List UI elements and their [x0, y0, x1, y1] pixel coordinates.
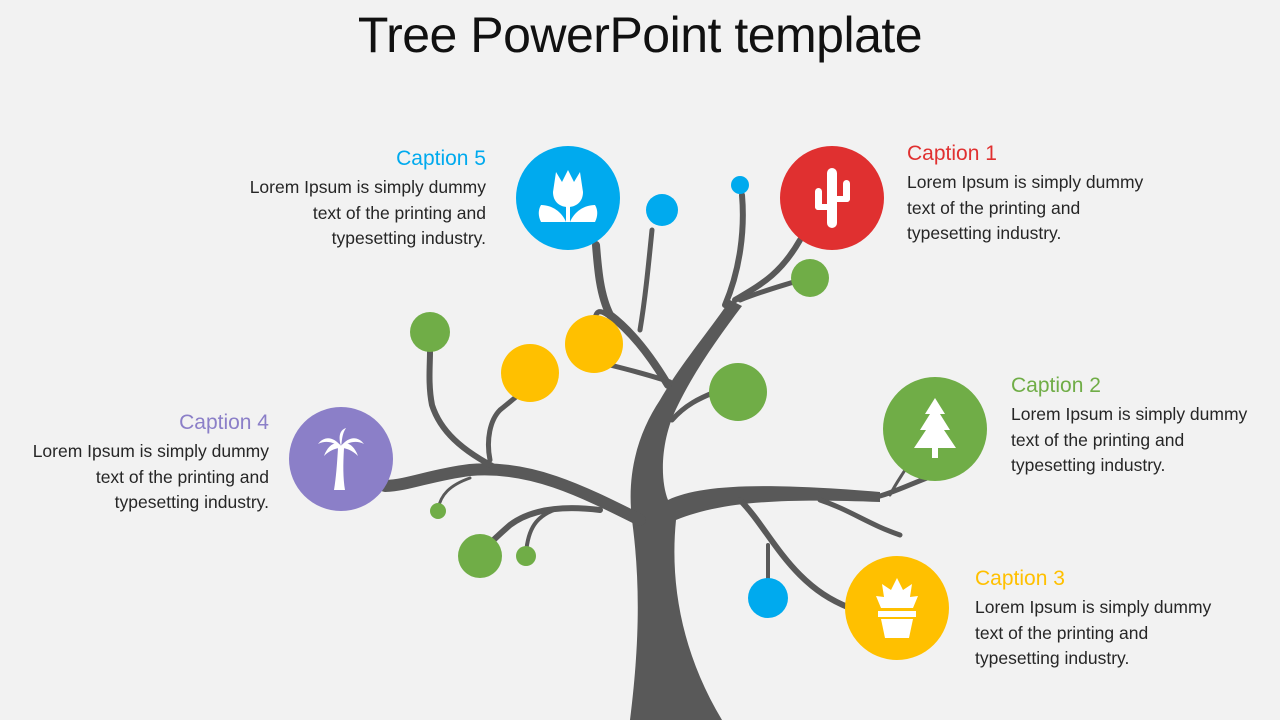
- caption-5-node: [516, 146, 620, 250]
- caption-4-title: Caption 4: [179, 411, 269, 434]
- palm-tree-icon: [318, 428, 364, 490]
- branch-right-lower: [737, 497, 853, 611]
- caption-1-block: Caption 1 Lorem Ipsum is simply dummy te…: [907, 142, 1157, 247]
- caption-4-block: Caption 4 Lorem Ipsum is simply dummy te…: [19, 411, 269, 516]
- caption-4-node: [289, 407, 393, 511]
- dot-green-right-upper: [791, 259, 829, 297]
- branch-left-upper: [426, 349, 503, 473]
- caption-1-node: [780, 146, 884, 250]
- caption-3-node: [845, 556, 949, 660]
- branch-left-yellow: [485, 387, 528, 463]
- branch-mid-yellow: [607, 362, 673, 385]
- pine-tree-icon: [914, 398, 956, 458]
- caption-1-text: Lorem Ipsum is simply dummy text of the …: [907, 172, 1144, 243]
- caption-2-node: [883, 377, 987, 481]
- caption-1-title: Caption 1: [907, 142, 997, 165]
- dot-yellow-left: [501, 344, 559, 402]
- branch-right-caption2-twig: [888, 468, 907, 497]
- caption-4-text: Lorem Ipsum is simply dummy text of the …: [32, 441, 269, 512]
- caption-2-block: Caption 2 Lorem Ipsum is simply dummy te…: [1011, 374, 1261, 479]
- slide-title: Tree PowerPoint template: [357, 7, 923, 63]
- branch-right-top: [722, 192, 746, 308]
- branch-right-red: [732, 237, 803, 303]
- tree-trunk: [630, 300, 880, 720]
- dot-blue-top-left: [646, 194, 678, 226]
- dot-blue-top-right: [731, 176, 749, 194]
- dot-green-center: [709, 363, 767, 421]
- dot-green-left-upper: [410, 312, 450, 352]
- tulip-icon: [538, 170, 598, 222]
- dot-blue-low-right: [748, 578, 788, 618]
- dot-yellow-center: [565, 315, 623, 373]
- cactus-icon: [815, 168, 850, 228]
- potted-plant-icon: [876, 578, 918, 638]
- dot-green-low-left: [458, 534, 502, 578]
- caption-5-title: Caption 5: [396, 147, 486, 170]
- branch-left-main: [379, 463, 646, 526]
- caption-2-title: Caption 2: [1011, 374, 1101, 397]
- caption-3-block: Caption 3 Lorem Ipsum is simply dummy te…: [975, 567, 1225, 672]
- caption-3-text: Lorem Ipsum is simply dummy text of the …: [975, 597, 1212, 668]
- branch-mid-top: [637, 227, 655, 333]
- caption-3-title: Caption 3: [975, 567, 1065, 590]
- caption-2-text: Lorem Ipsum is simply dummy text of the …: [1011, 404, 1248, 475]
- caption-5-text: Lorem Ipsum is simply dummy text of the …: [249, 177, 486, 248]
- dot-green-low-small: [516, 546, 536, 566]
- branch-right-far: [817, 497, 903, 538]
- dot-green-small-left: [430, 503, 446, 519]
- caption-5-block: Caption 5 Lorem Ipsum is simply dummy te…: [236, 147, 486, 252]
